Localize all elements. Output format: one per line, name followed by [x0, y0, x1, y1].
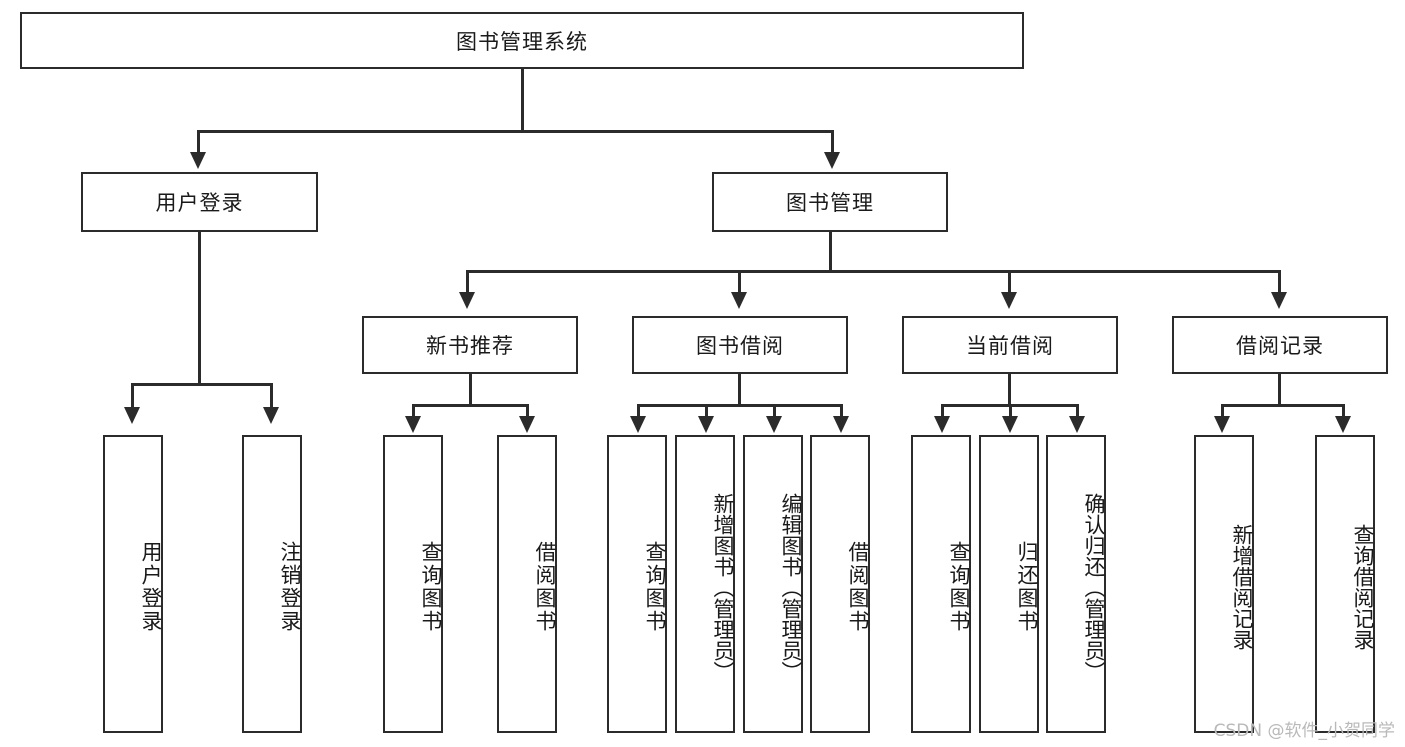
leaf-current-borrow-confirm-return[interactable]: 确认归还（管理员） [1046, 435, 1106, 733]
arrow-book-mgmt-to-borrow-record [1271, 292, 1287, 309]
node-label: 借阅图书 [533, 541, 557, 633]
edge-current-borrow-stem [1008, 374, 1011, 406]
node-label: 用户登录 [139, 541, 163, 633]
arrow-borrow-record-to-leaf-1 [1214, 416, 1230, 433]
node-label: 新增图书（管理员） [711, 492, 735, 682]
edge-new-book-stem [469, 374, 472, 406]
edge-book-mgmt-to-new-book [466, 270, 469, 293]
node-label: 借阅图书 [846, 541, 870, 633]
node-label: 查询图书 [947, 541, 971, 633]
edge-borrow-record-to-leaf-1 [1221, 404, 1224, 418]
node-label: 新书推荐 [426, 334, 514, 358]
node-label: 归还图书 [1015, 541, 1039, 633]
edge-new-book-to-leaf-2 [526, 404, 529, 418]
node-label: 注销登录 [278, 541, 302, 633]
node-label: 查询图书 [419, 541, 443, 633]
arrow-current-borrow-to-leaf-1 [934, 416, 950, 433]
edge-borrow-record-to-leaf-2 [1342, 404, 1345, 418]
edge-root-stem [521, 69, 524, 132]
node-label: 新增借阅记录 [1230, 524, 1254, 650]
edge-root-bus [197, 130, 834, 133]
arrow-book-borrow-to-leaf-4 [833, 416, 849, 433]
node-label: 确认归还（管理员） [1082, 492, 1106, 682]
edge-book-borrow-to-leaf-2 [705, 404, 708, 418]
leaf-current-borrow-query[interactable]: 查询图书 [911, 435, 971, 733]
edge-book-mgmt-to-current-borrow [1008, 270, 1011, 293]
edge-book-mgmt-to-book-borrow [738, 270, 741, 293]
edge-borrow-record-stem [1278, 374, 1281, 406]
edge-current-borrow-to-leaf-1 [941, 404, 944, 418]
node-label: 用户登录 [155, 191, 244, 215]
leaf-borrow-record-add[interactable]: 新增借阅记录 [1194, 435, 1254, 733]
arrow-new-book-to-leaf-2 [519, 416, 535, 433]
edge-borrow-record-bus [1221, 404, 1345, 407]
leaf-book-borrow-edit[interactable]: 编辑图书（管理员） [743, 435, 803, 733]
arrow-user-login-to-leaf-2 [263, 407, 279, 424]
node-label: 查询借阅记录 [1351, 524, 1375, 650]
arrow-new-book-to-leaf-1 [405, 416, 421, 433]
edge-book-borrow-to-leaf-1 [637, 404, 640, 418]
arrow-user-login-to-leaf-1 [124, 407, 140, 424]
edge-current-borrow-to-leaf-2 [1009, 404, 1012, 418]
edge-book-borrow-stem [738, 374, 741, 406]
node-root-system[interactable]: 图书管理系统 [20, 12, 1024, 69]
leaf-user-login-login[interactable]: 用户登录 [103, 435, 163, 733]
node-book-borrow[interactable]: 图书借阅 [632, 316, 848, 374]
edge-book-borrow-to-leaf-4 [840, 404, 843, 418]
node-borrow-record[interactable]: 借阅记录 [1172, 316, 1388, 374]
edge-user-login-stem [198, 232, 201, 385]
arrow-root-to-book-mgmt [824, 152, 840, 169]
leaf-user-login-logout[interactable]: 注销登录 [242, 435, 302, 733]
node-book-management[interactable]: 图书管理 [712, 172, 948, 232]
leaf-new-book-borrow[interactable]: 借阅图书 [497, 435, 557, 733]
leaf-current-borrow-return[interactable]: 归还图书 [979, 435, 1039, 733]
node-label: 图书借阅 [696, 334, 784, 358]
arrow-book-mgmt-to-book-borrow [731, 292, 747, 309]
node-label: 图书管理 [786, 191, 874, 215]
edge-new-book-bus [412, 404, 529, 407]
edge-book-borrow-to-leaf-3 [773, 404, 776, 418]
arrow-book-borrow-to-leaf-3 [766, 416, 782, 433]
node-label: 查询图书 [643, 541, 667, 633]
edge-new-book-to-leaf-1 [412, 404, 415, 418]
node-label: 图书管理系统 [456, 29, 588, 54]
edge-user-login-to-leaf-2 [270, 383, 273, 408]
leaf-new-book-query[interactable]: 查询图书 [383, 435, 443, 733]
arrow-borrow-record-to-leaf-2 [1335, 416, 1351, 433]
arrow-book-borrow-to-leaf-2 [698, 416, 714, 433]
watermark-text: CSDN @软件_小贺同学 [1213, 721, 1395, 741]
leaf-book-borrow-query[interactable]: 查询图书 [607, 435, 667, 733]
arrow-current-borrow-to-leaf-3 [1069, 416, 1085, 433]
node-current-borrow[interactable]: 当前借阅 [902, 316, 1118, 374]
edge-user-login-to-leaf-1 [131, 383, 134, 408]
leaf-borrow-record-query[interactable]: 查询借阅记录 [1315, 435, 1375, 733]
arrow-current-borrow-to-leaf-2 [1002, 416, 1018, 433]
edge-root-to-user-login [197, 130, 200, 153]
arrow-book-mgmt-to-new-book [459, 292, 475, 309]
arrow-book-mgmt-to-current-borrow [1001, 292, 1017, 309]
node-label: 借阅记录 [1236, 334, 1324, 358]
edge-root-to-book-mgmt [831, 130, 834, 153]
edge-book-mgmt-bus [466, 270, 1281, 273]
arrow-root-to-user-login [190, 152, 206, 169]
edge-current-borrow-to-leaf-3 [1076, 404, 1079, 418]
node-new-book-recommend[interactable]: 新书推荐 [362, 316, 578, 374]
leaf-book-borrow-borrow[interactable]: 借阅图书 [810, 435, 870, 733]
edge-book-mgmt-to-borrow-record [1278, 270, 1281, 293]
leaf-book-borrow-add[interactable]: 新增图书（管理员） [675, 435, 735, 733]
node-label: 编辑图书（管理员） [779, 492, 803, 682]
edge-user-login-bus [131, 383, 270, 386]
arrow-book-borrow-to-leaf-1 [630, 416, 646, 433]
node-user-login[interactable]: 用户登录 [81, 172, 318, 232]
edge-book-mgmt-stem [829, 232, 832, 272]
edge-book-borrow-bus [637, 404, 841, 407]
node-label: 当前借阅 [966, 334, 1054, 358]
